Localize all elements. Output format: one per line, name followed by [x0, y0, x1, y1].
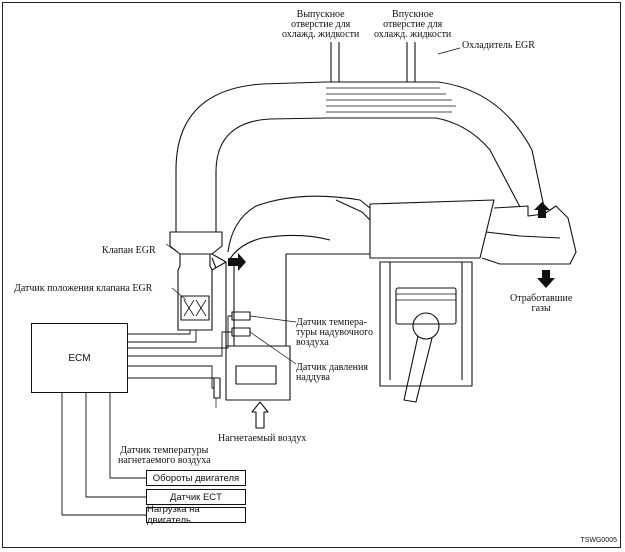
egr-valve-top [169, 231, 223, 255]
charge-air-temp-sensor-body [213, 377, 221, 399]
input-engine-speed-box: Обороты двигателя [146, 470, 246, 486]
coolant-inlet-pipe [406, 42, 416, 82]
input-engine-load-box: Нагрузка на двигатель [146, 504, 246, 526]
ecm-label: ECM [68, 352, 91, 364]
piston-pin [412, 312, 440, 340]
egr-valve-label: Клапан EGR [102, 245, 156, 256]
cylinder-head-left-port [335, 199, 371, 221]
ecm-box: ECM [31, 323, 128, 393]
intake-air-label: Нагнетаемый воздух [218, 433, 307, 444]
exhaust-out-arrow [537, 270, 555, 288]
cylinder-bore [389, 262, 463, 380]
egr-valve-coil-marks [183, 299, 207, 317]
piston [395, 287, 457, 325]
egr-pipe-outer [175, 81, 327, 232]
egr-valve-body [177, 254, 213, 331]
intake-manifold-inner [227, 234, 331, 263]
connecting-rod [403, 335, 433, 403]
exhaust-branch [485, 231, 561, 239]
wiring [61, 315, 232, 516]
egr-cooler-body [326, 81, 545, 208]
diagram-frame [2, 2, 621, 548]
intercooler-unit [225, 345, 291, 401]
egr-cooler-label: Охладитель EGR [462, 40, 535, 51]
intercooler-slot [235, 365, 277, 385]
input-ect-box: Датчик ECT [146, 489, 246, 505]
cylinder-block [379, 261, 473, 387]
coolant-outlet-pipe [330, 42, 340, 82]
intake-manifold-top [227, 195, 371, 253]
cylinder-head [369, 199, 495, 259]
egr-pipe-inner [215, 117, 327, 232]
intake-air-arrow [251, 401, 269, 429]
input-engine-load-label: Нагрузка на двигатель [147, 504, 200, 526]
input-engine-speed-label: Обороты двигателя [152, 472, 240, 484]
egr-flow-arrow [228, 253, 246, 271]
boost-air-temp-sensor-body [231, 311, 251, 321]
intake-duct [225, 262, 235, 347]
egr-position-sensor-label: Датчик положения клапана EGR [14, 283, 153, 294]
egr-cooler-body-lower [326, 117, 521, 208]
egr-valve-actuator [180, 295, 210, 321]
exhaust-up-arrow [534, 202, 550, 218]
boost-pressure-sensor-body [231, 327, 251, 337]
input-ect-label: Датчик ECT [170, 491, 222, 503]
exhaust-manifold [481, 205, 577, 265]
piston-rings [396, 293, 456, 301]
egr-flow-arrow-outline [211, 257, 217, 269]
egr-cooler-fins [326, 87, 456, 113]
leader-lines [165, 47, 461, 408]
figure-code: TSWG0005 [580, 537, 617, 544]
